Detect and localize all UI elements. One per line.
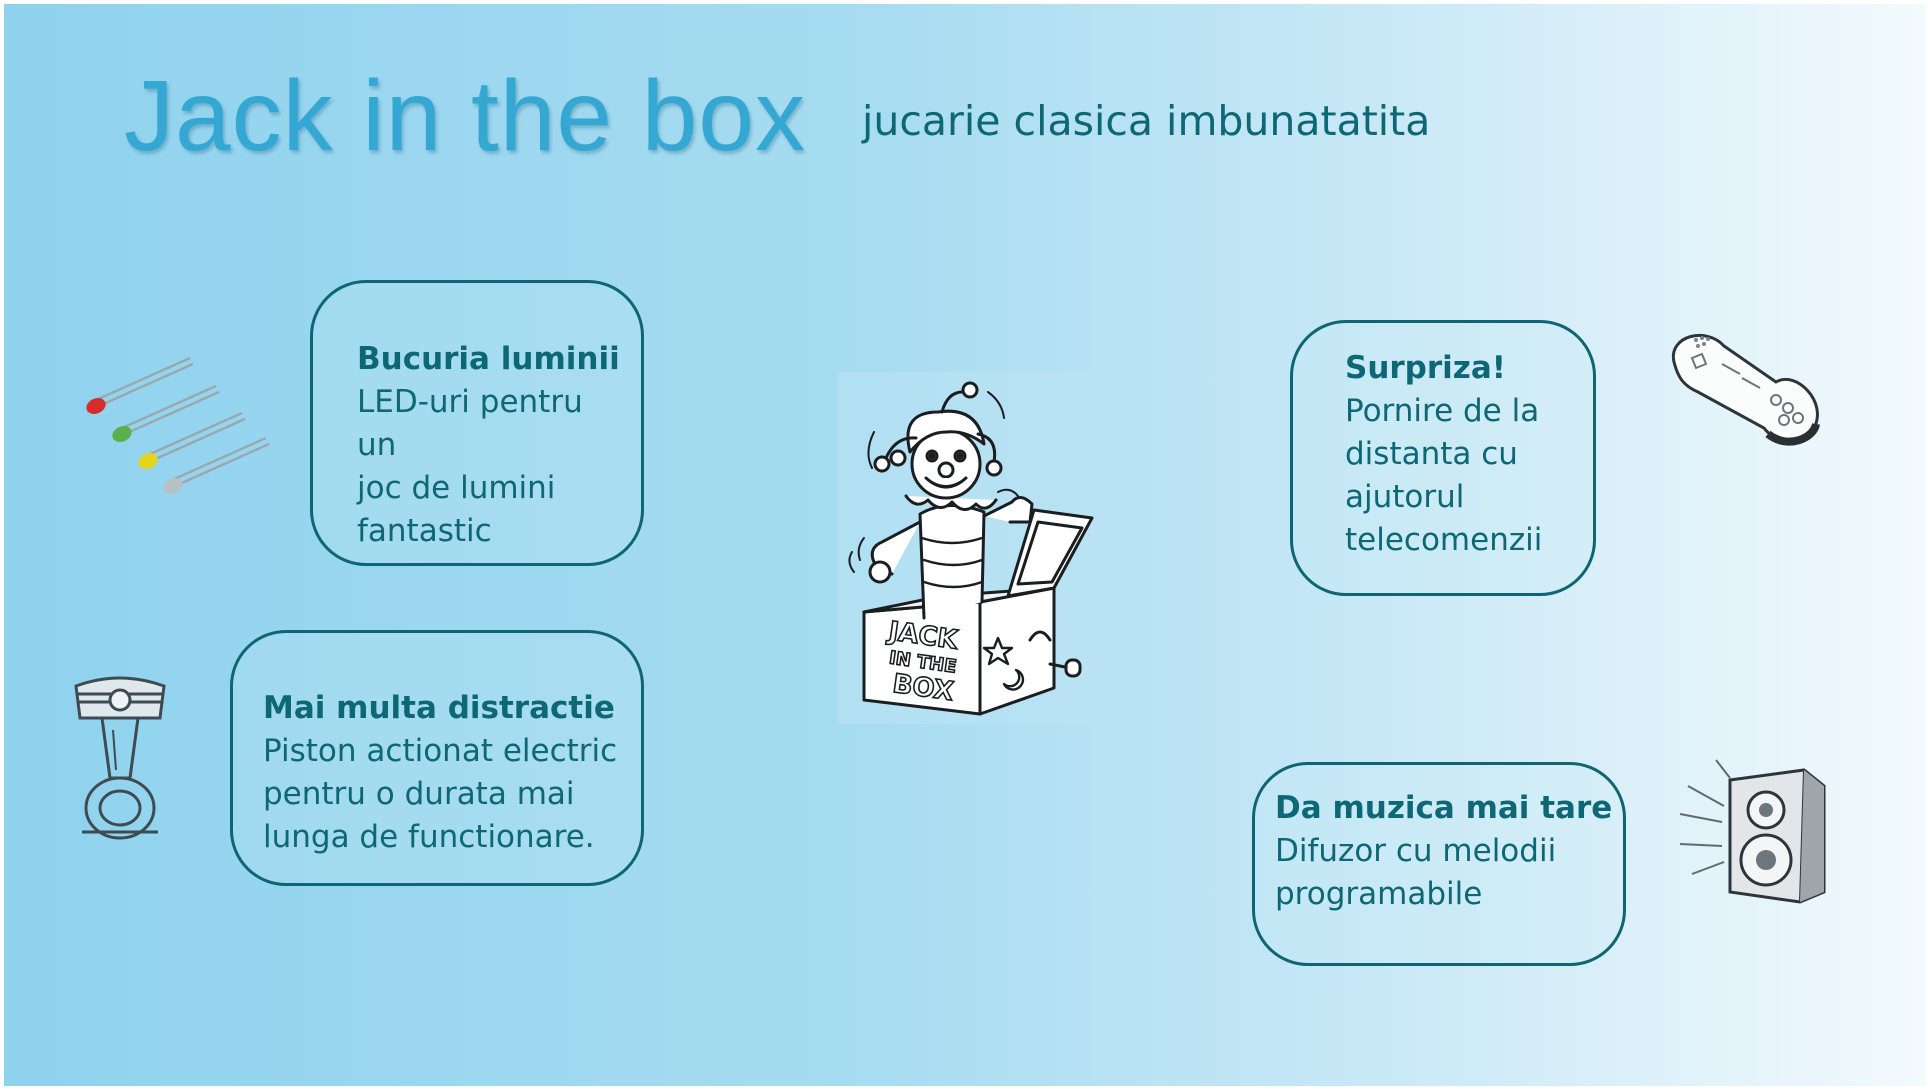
feature-text: Pornire de la distanta cu ajutorul telec…	[1345, 393, 1543, 558]
feature-bubble-lights: Bucuria luminii LED-uri pentru un joc de…	[310, 280, 644, 566]
feature-title: Da muzica mai tare	[1275, 790, 1613, 826]
remote-control-icon	[1671, 334, 1820, 446]
feature-bubble-speaker: Da muzica mai tare Difuzor cu melodii pr…	[1252, 762, 1626, 966]
feature-text: LED-uri pentru un joc de lumini fantasti…	[357, 384, 583, 549]
led-icon	[86, 356, 270, 494]
feature-title: Surpriza!	[1345, 350, 1506, 386]
speaker-icon	[1679, 759, 1826, 904]
piston-icon	[74, 676, 166, 840]
slide: Jack in the box jucarie clasica imbunata…	[4, 4, 1926, 1086]
feature-bubble-piston: Mai multa distractie Piston actionat ele…	[230, 630, 644, 886]
slide-title: Jack in the box	[124, 60, 807, 172]
feature-bubble-remote: Surpriza! Pornire de la distanta cu ajut…	[1290, 320, 1596, 596]
jack-in-the-box-icon: JACK IN THE BOX	[838, 372, 1100, 724]
feature-text: Difuzor cu melodii programabile	[1275, 833, 1557, 912]
feature-text: Piston actionat electric pentru o durata…	[263, 733, 618, 855]
feature-title: Bucuria luminii	[357, 341, 620, 377]
slide-subtitle: jucarie clasica imbunatatita	[862, 97, 1431, 145]
feature-title: Mai multa distractie	[263, 690, 615, 726]
